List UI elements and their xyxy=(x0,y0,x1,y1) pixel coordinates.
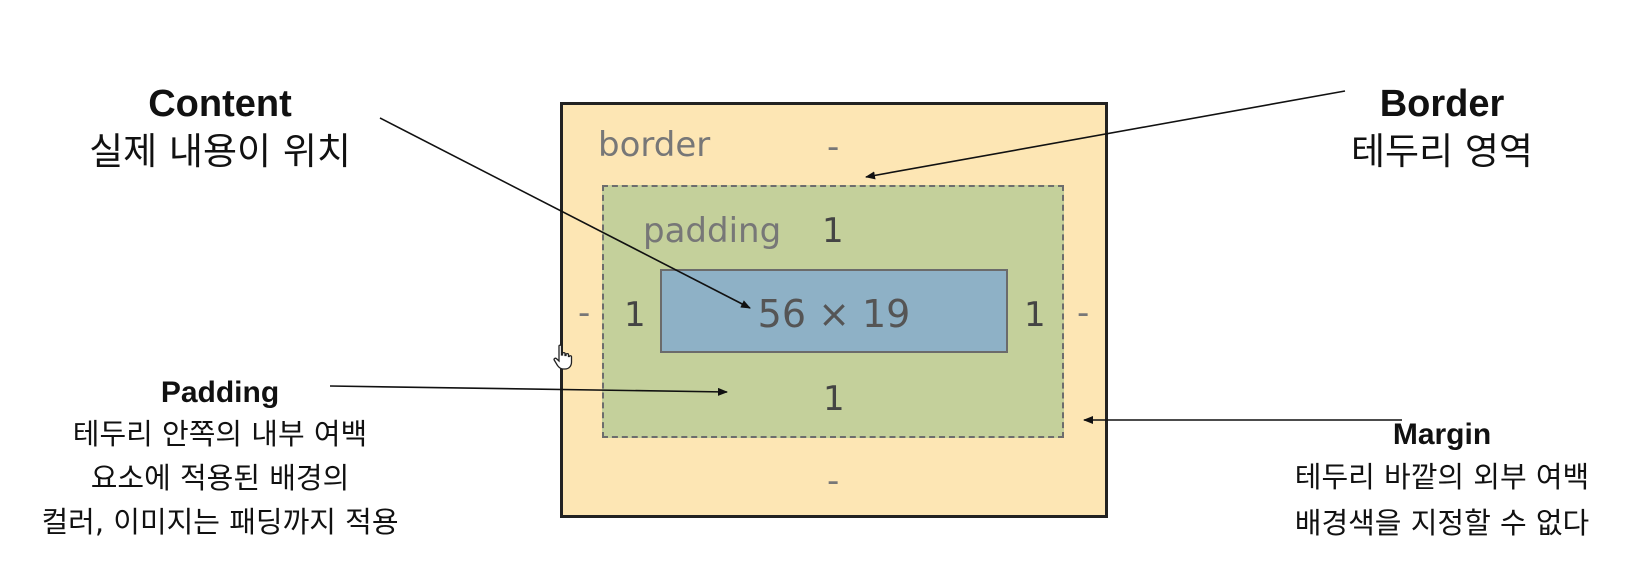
border-left-value: - xyxy=(578,293,591,333)
margin-annotation: Margin 테두리 바깥의 외부 여백 배경색을 지정할 수 없다 xyxy=(1262,416,1622,546)
padding-left-value: 1 xyxy=(624,295,646,335)
content-box xyxy=(660,269,1008,353)
border-desc: 테두리 영역 xyxy=(1351,130,1533,173)
content-title: Content xyxy=(148,83,292,125)
padding-annotation: Padding 테두리 안쪽의 내부 여백 요소에 적용된 배경의 컬러, 이미… xyxy=(10,374,430,544)
padding-right-value: 1 xyxy=(1024,295,1046,335)
border-bottom-value: - xyxy=(827,461,840,501)
margin-desc-line-1: 테두리 바깥의 외부 여백 xyxy=(1294,460,1590,494)
border-label: border xyxy=(598,125,711,165)
hand-cursor-icon xyxy=(553,344,573,370)
border-right-value: - xyxy=(1077,293,1090,333)
padding-top-value: 1 xyxy=(822,211,844,251)
border-annotation: Border 테두리 영역 xyxy=(1292,80,1592,176)
padding-arrow xyxy=(329,385,728,396)
padding-bottom-value: 1 xyxy=(823,379,845,419)
content-desc: 실제 내용이 위치 xyxy=(89,130,351,173)
padding-desc-line-3: 컬러, 이미지는 패딩까지 적용 xyxy=(41,505,399,539)
border-top-value: - xyxy=(827,127,840,167)
border-arrow xyxy=(865,90,1346,180)
content-arrow xyxy=(379,117,751,309)
padding-title: Padding xyxy=(160,376,280,409)
margin-title: Margin xyxy=(1392,418,1492,451)
content-annotation: Content 실제 내용이 위치 xyxy=(60,80,380,176)
padding-label: padding xyxy=(643,211,782,251)
border-title: Border xyxy=(1379,83,1505,125)
padding-desc-line-1: 테두리 안쪽의 내부 여백 xyxy=(72,417,368,451)
margin-desc-line-2: 배경색을 지정할 수 없다 xyxy=(1294,506,1590,540)
padding-desc-line-2: 요소에 적용된 배경의 xyxy=(90,461,350,495)
content-size: 56 × 19 xyxy=(757,292,911,336)
